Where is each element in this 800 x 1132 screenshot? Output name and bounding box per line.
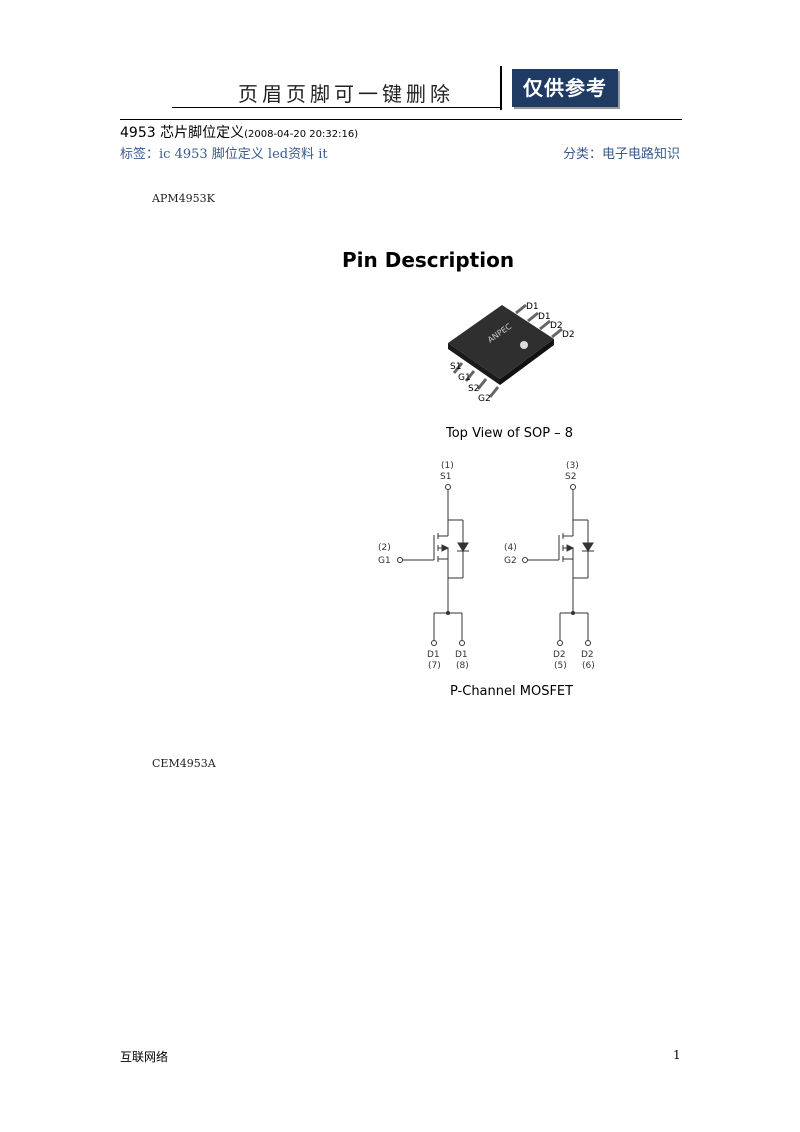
pkg-pin-d2a: D2 (550, 321, 563, 331)
package-caption: Top View of SOP – 8 (445, 426, 573, 441)
category-value[interactable]: 电子电路知识 (601, 147, 680, 162)
right-source-label: S2 (565, 472, 576, 482)
left-gate-label: G1 (378, 556, 391, 566)
right-gate-label: G2 (504, 556, 517, 566)
header-rule (120, 119, 682, 120)
sop8-package-image: ANPEC D1 D1 D2 D2 S1 G1 S2 G2 (448, 302, 575, 404)
tags-row: 标签：ic 4953 脚位定义 led资料 it (120, 143, 328, 162)
category-label: 分类： (562, 147, 602, 162)
pkg-pin-g1: G1 (458, 373, 471, 383)
header-title: 页眉页脚可一键删除 (238, 82, 454, 106)
tags-value[interactable]: ic 4953 脚位定义 led资料 it (159, 147, 328, 162)
category-row: 分类：电子电路知识 (563, 143, 680, 162)
part-number-apm: APM4953K (152, 192, 215, 205)
right-drain-b: D2 (581, 650, 594, 660)
mosfet-right-symbol: (3) S2 (4) G2 D2 D2 (5) (6) (504, 461, 595, 671)
tags-label: 标签： (120, 147, 160, 162)
right-source-num: (3) (566, 461, 579, 471)
part-number-cem: CEM4953A (152, 757, 216, 770)
right-gate-num: (4) (504, 543, 517, 553)
pin-description-figure: Pin Description ANPEC D1 D1 D2 D2 S1 G1 … (342, 248, 595, 699)
left-drain-a-num: (7) (428, 661, 441, 671)
pkg-pin-s1: S1 (450, 362, 461, 372)
footer-source: 互联网络 (120, 1050, 169, 1064)
pkg-pin-g2: G2 (478, 394, 491, 404)
pkg-pin-d2b: D2 (562, 330, 575, 340)
left-drain-a: D1 (427, 650, 440, 660)
reference-badge: 仅供参考 (512, 69, 618, 107)
header-divider (500, 66, 502, 110)
header-underline (172, 107, 502, 108)
right-drain-a-num: (5) (554, 661, 567, 671)
left-drain-b: D1 (455, 650, 468, 660)
left-gate-num: (2) (378, 543, 391, 553)
article-date: (2008-04-20 20:32:16) (244, 129, 359, 140)
pin-description-title: Pin Description (342, 248, 514, 272)
right-drain-a: D2 (553, 650, 566, 660)
pkg-pin-d1a: D1 (526, 302, 539, 312)
article-title-line: 4953 芯片脚位定义(2008-04-20 20:32:16) (120, 122, 358, 142)
left-source-num: (1) (441, 461, 454, 471)
article-title: 4953 芯片脚位定义 (120, 125, 245, 141)
page-number: 1 (673, 1048, 681, 1062)
pkg-pin-d1b: D1 (538, 312, 551, 322)
mosfet-caption: P-Channel MOSFET (450, 684, 573, 699)
pkg-pin-s2: S2 (468, 384, 479, 394)
mosfet-left-symbol: (1) S1 (2) G1 D1 D1 (7) (8) (378, 461, 469, 671)
left-drain-b-num: (8) (456, 661, 469, 671)
left-source-label: S1 (440, 472, 451, 482)
right-drain-b-num: (6) (582, 661, 595, 671)
